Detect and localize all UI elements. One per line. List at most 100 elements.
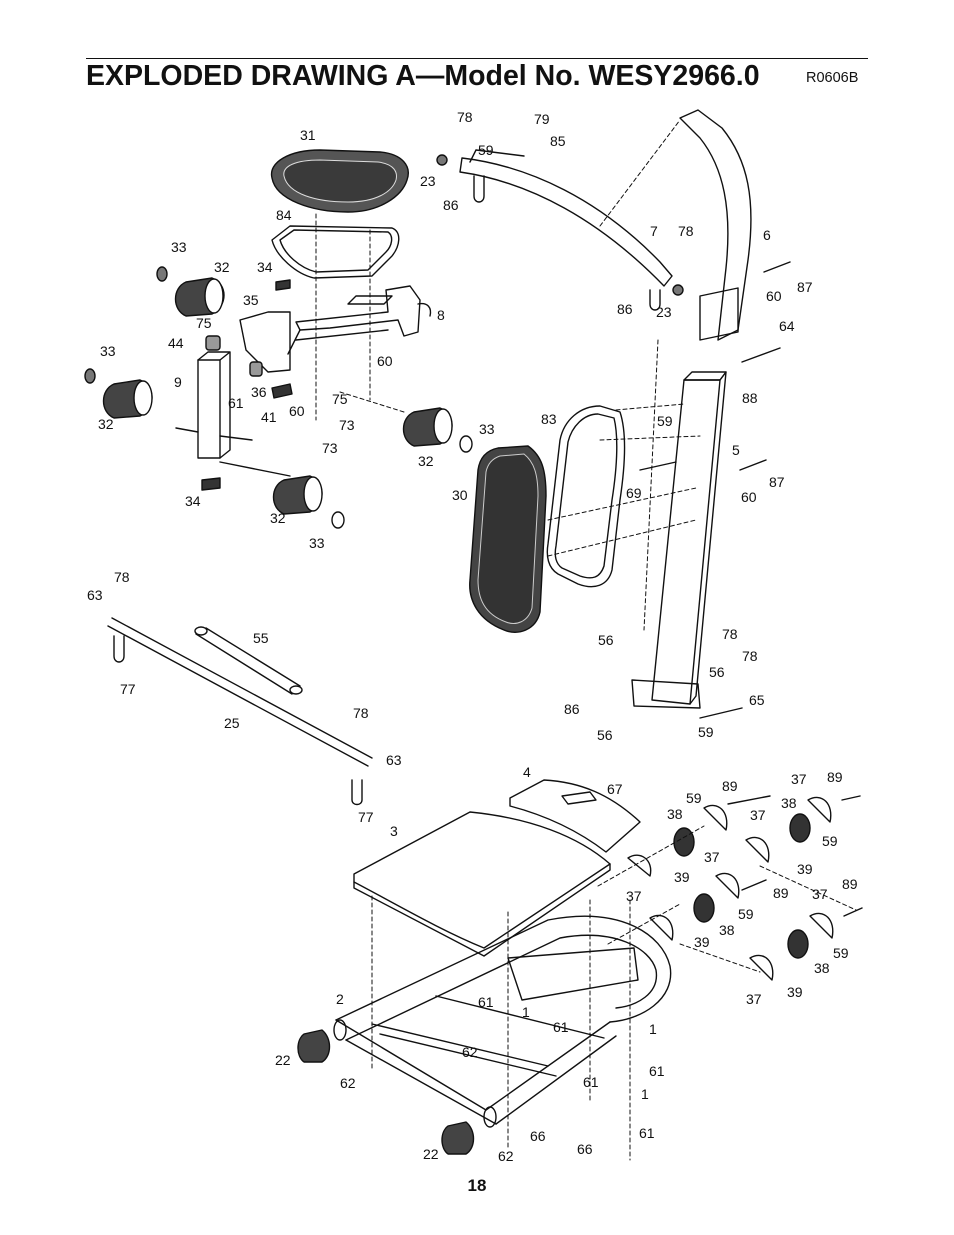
seat-board-84: [271, 225, 400, 279]
part-callout: 62: [340, 1075, 356, 1091]
page-number: 18: [467, 1176, 487, 1195]
part-callout: 31: [300, 127, 316, 143]
part-callout: 55: [253, 630, 269, 646]
part-callout: 37: [626, 888, 642, 904]
part-callout: 37: [704, 849, 720, 865]
part-callout: 23: [656, 304, 672, 320]
part-callout: 1: [649, 1021, 657, 1037]
base-frame-2: [333, 915, 672, 1128]
part-callout: 38: [719, 922, 735, 938]
part-callout: 89: [842, 876, 858, 892]
part-callout: 73: [339, 417, 355, 433]
part-callout: 60: [741, 489, 757, 505]
part-callout: 65: [749, 692, 765, 708]
part-callout: 59: [698, 724, 714, 740]
part-callout: 39: [787, 984, 803, 1000]
part-callout: 67: [607, 781, 623, 797]
part-callout: 35: [243, 292, 259, 308]
part-callout: 89: [827, 769, 843, 785]
part-callout: 61: [649, 1063, 665, 1079]
part-callout: 77: [358, 809, 374, 825]
part-callout: 63: [87, 587, 103, 603]
part-callout: 59: [822, 833, 838, 849]
part-callout: 59: [833, 945, 849, 961]
part-callout: 30: [452, 487, 468, 503]
part-callout: 37: [750, 807, 766, 823]
part-callout: 37: [746, 991, 762, 1007]
part-callout: 66: [577, 1141, 593, 1157]
roller-32-right: [402, 407, 453, 447]
part-callout: 86: [617, 301, 633, 317]
part-callout: 60: [766, 288, 782, 304]
part-callout: 9: [174, 374, 182, 390]
part-callout: 60: [377, 353, 393, 369]
part-callout: 7: [650, 223, 658, 239]
small-parts-seat: [201, 279, 293, 491]
part-callout: 59: [478, 142, 494, 158]
part-callout: 34: [185, 493, 201, 509]
part-callout: 88: [742, 390, 758, 406]
part-callout: 56: [709, 664, 725, 680]
part-callout: 78: [353, 705, 369, 721]
assembly-lines: [315, 119, 857, 1161]
part-callout: 44: [168, 335, 184, 351]
bolts: [639, 261, 863, 917]
part-callout: 59: [686, 790, 702, 806]
part-callout: 87: [797, 279, 813, 295]
roller-32-left: [102, 379, 153, 419]
end-caps-22: [297, 1029, 475, 1155]
part-callout: 4: [523, 764, 531, 780]
back-board-83: [546, 405, 626, 588]
part-callout: 61: [553, 1019, 569, 1035]
part-callout: 3: [390, 823, 398, 839]
part-callout: 37: [791, 771, 807, 787]
bar-25: [107, 617, 373, 806]
part-callout: 1: [522, 1004, 530, 1020]
header-rule: [86, 58, 868, 59]
part-callout: 25: [224, 715, 240, 731]
part-callout: 83: [541, 411, 557, 427]
part-callout: 78: [678, 223, 694, 239]
pulley-covers-37: [627, 796, 834, 981]
part-callout: 33: [479, 421, 495, 437]
bar-55: [194, 626, 303, 695]
part-callout: 2: [336, 991, 344, 1007]
part-callout: 33: [171, 239, 187, 255]
part-callout: 32: [418, 453, 434, 469]
part-callout: 86: [443, 197, 459, 213]
roller-32-top: [174, 277, 225, 317]
part-callout: 78: [742, 648, 758, 664]
part-callout: 84: [276, 207, 292, 223]
part-callout: 85: [550, 133, 566, 149]
part-callout: 61: [583, 1074, 599, 1090]
part-callout: 34: [257, 259, 273, 275]
part-callout: 8: [437, 307, 445, 323]
foot-plate-4: [509, 779, 641, 853]
part-callout: 73: [322, 440, 338, 456]
part-callout: 89: [773, 885, 789, 901]
roller-caps-33: [84, 266, 473, 529]
part-callout: 33: [309, 535, 325, 551]
part-callout: 61: [478, 994, 494, 1010]
upright-5: [631, 371, 727, 709]
part-callout: 36: [251, 384, 267, 400]
roller-tube-9: [175, 311, 291, 477]
part-callout: 39: [797, 861, 813, 877]
seat-cushion-31: [270, 149, 409, 213]
part-callout: 23: [420, 173, 436, 189]
part-callout: 56: [597, 727, 613, 743]
part-callout: 62: [498, 1148, 514, 1164]
part-callout: 75: [332, 391, 348, 407]
part-callout: 39: [694, 934, 710, 950]
part-callout: 79: [534, 111, 550, 127]
part-callout: 33: [100, 343, 116, 359]
part-callout: 59: [657, 413, 673, 429]
part-callout: 66: [530, 1128, 546, 1144]
part-callout: 59: [738, 906, 754, 922]
part-callout: 78: [457, 109, 473, 125]
part-callout: 62: [462, 1044, 478, 1060]
part-callout: 38: [667, 806, 683, 822]
upright-6: [679, 109, 752, 341]
